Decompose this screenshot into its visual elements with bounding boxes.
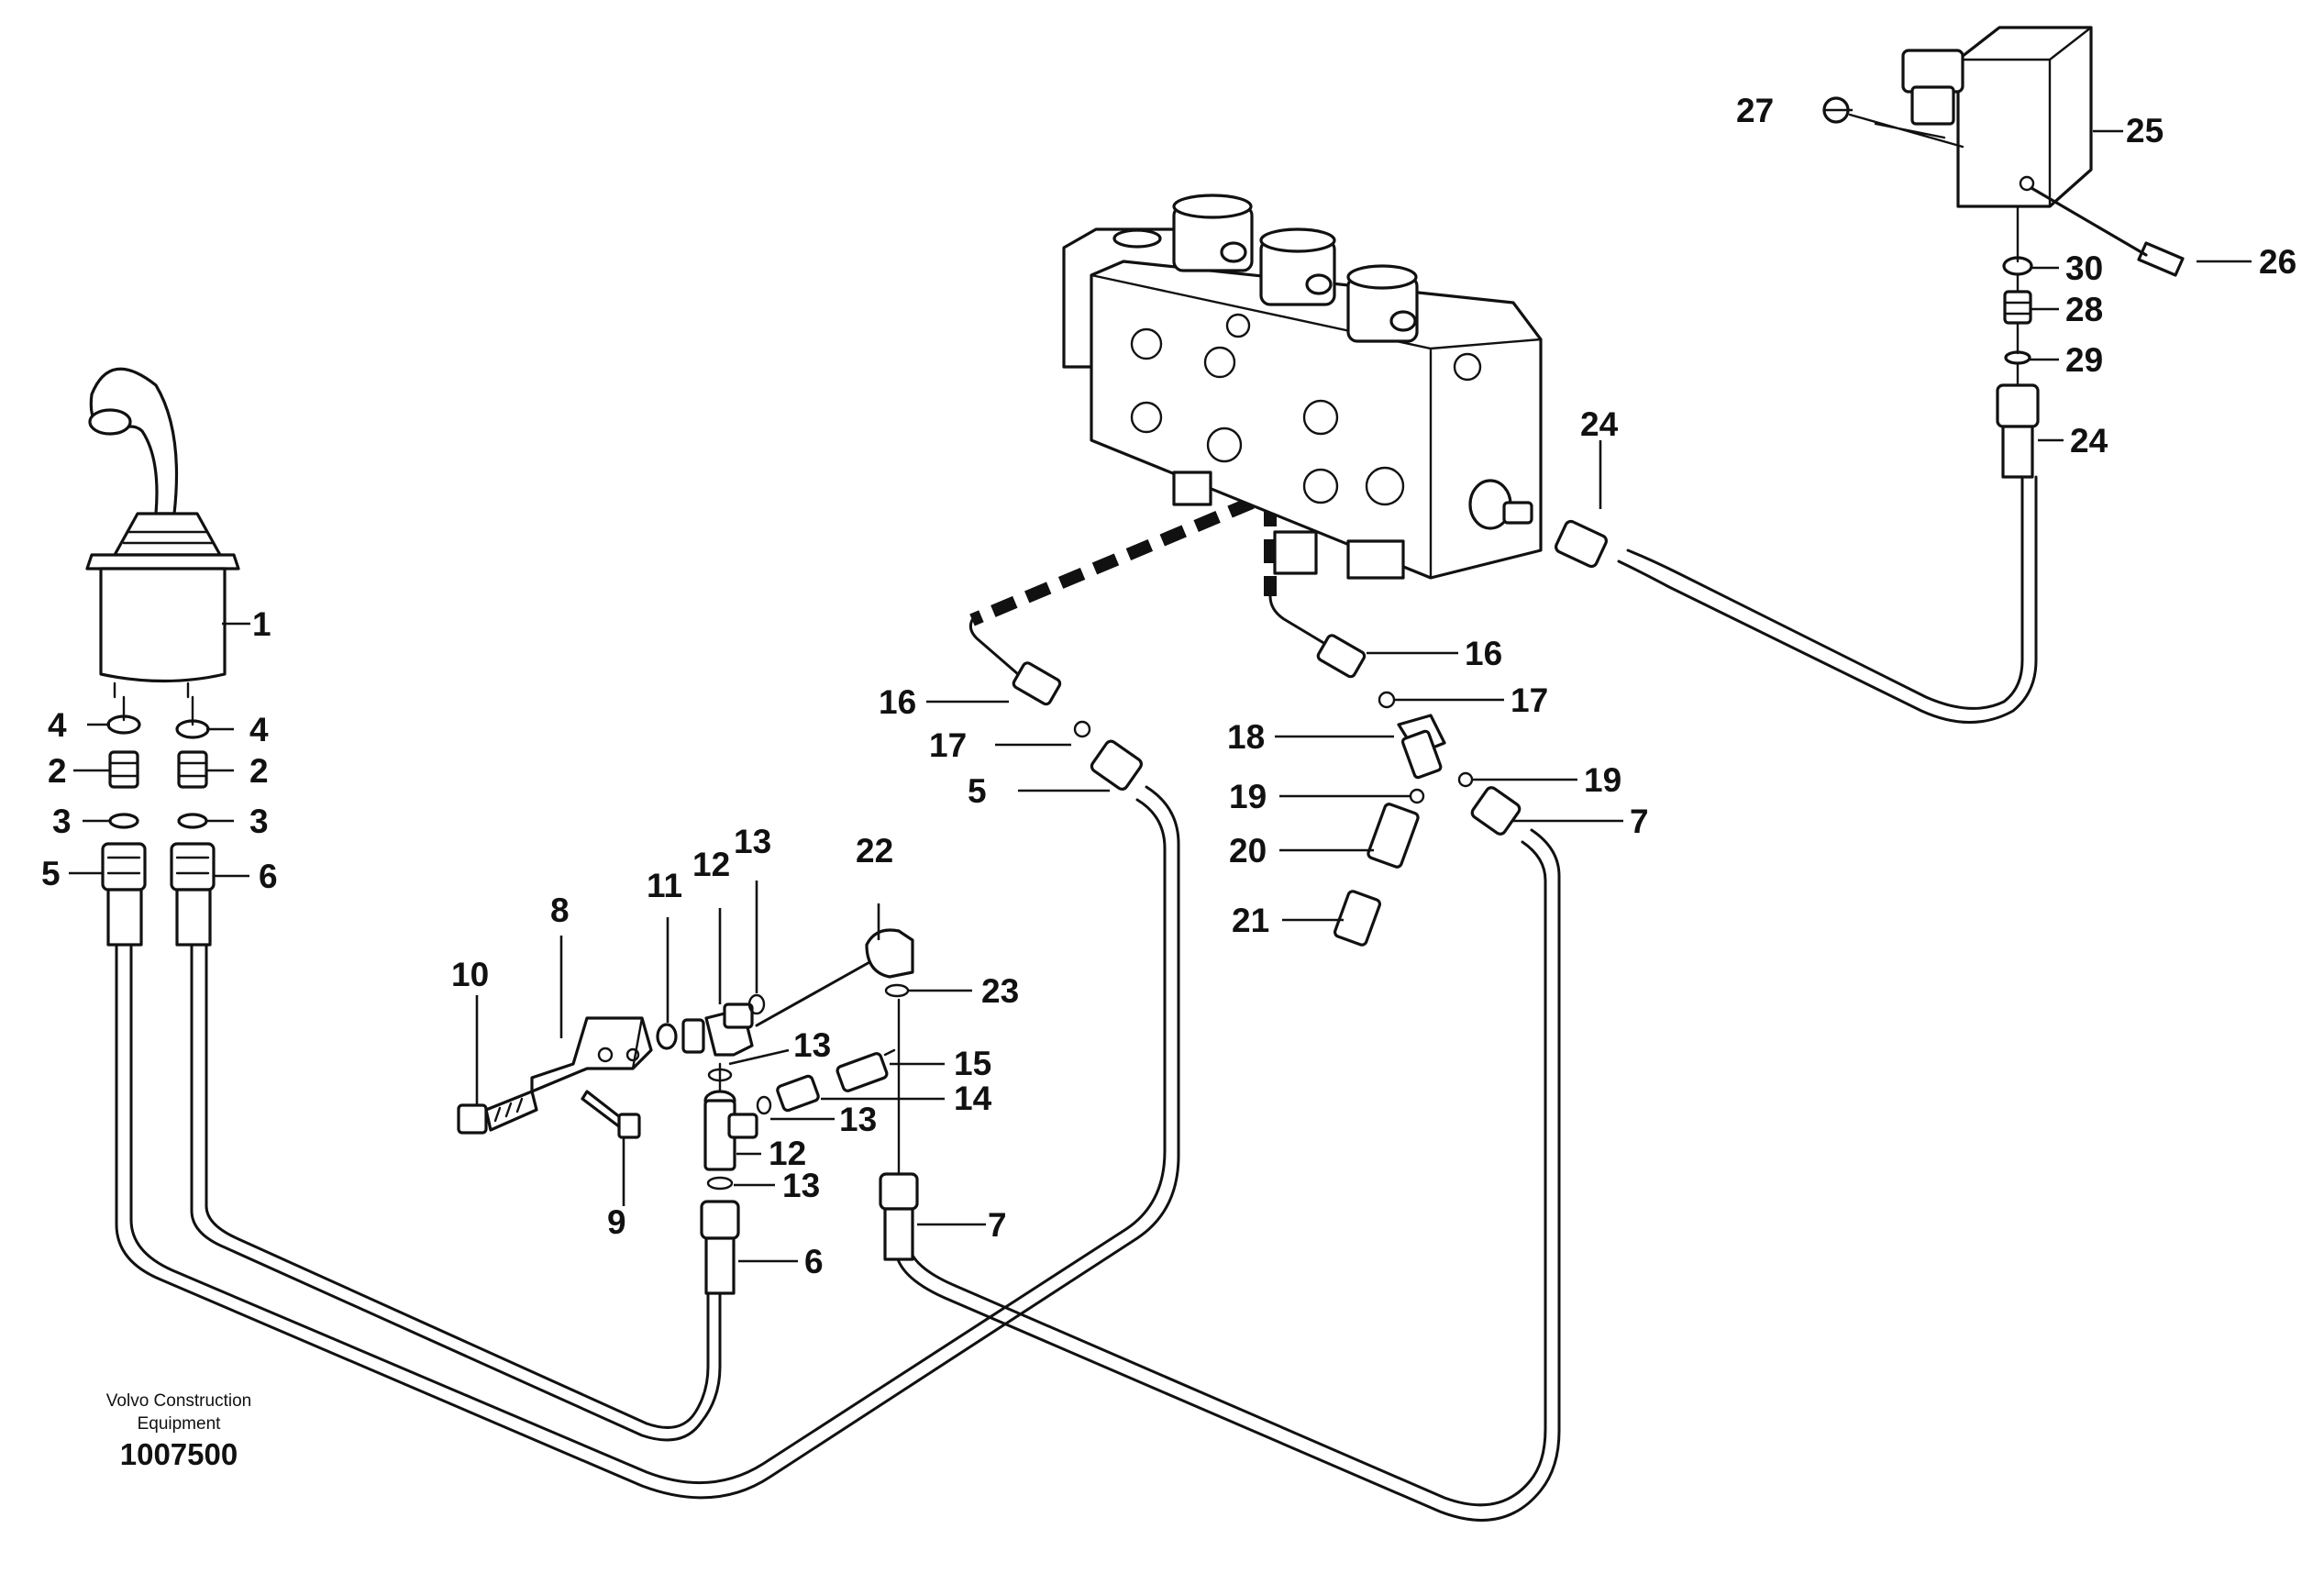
- callout-8: 8: [550, 892, 570, 929]
- callout-27: 27: [1736, 92, 1774, 129]
- hose-5: [115, 785, 1180, 1500]
- joystick-assembly: [85, 367, 240, 947]
- drawing-number: 1007500: [119, 1437, 238, 1471]
- callout-16-left: 16: [879, 683, 916, 721]
- callout-13-bottom: 13: [782, 1167, 820, 1204]
- callout-19-left: 19: [1229, 778, 1267, 815]
- callout-10: 10: [451, 956, 489, 993]
- callout-15: 15: [954, 1045, 991, 1082]
- callout-13-top: 13: [734, 823, 771, 860]
- callout-11: 11: [647, 867, 682, 904]
- leader-lines: [69, 108, 2252, 1263]
- callout-12-top: 12: [692, 846, 730, 883]
- callout-4-left: 4: [48, 706, 67, 744]
- callout-7-bottom: 7: [988, 1206, 1007, 1244]
- pilot-line-left: [969, 496, 1255, 626]
- callout-6-left: 6: [259, 858, 278, 895]
- callout-5-left: 5: [41, 855, 61, 892]
- callout-14: 14: [954, 1080, 992, 1117]
- callout-9: 9: [607, 1203, 626, 1241]
- bracket-assembly: [457, 928, 919, 1295]
- callouts: 1 4 4 2 2 3 3 5 6 27 25 26 30 28 29 24 2…: [41, 92, 2296, 1280]
- callout-19-right: 19: [1584, 761, 1621, 799]
- callout-30: 30: [2065, 249, 2103, 287]
- callout-5-right: 5: [968, 772, 987, 810]
- pressure-switch: [1822, 26, 2185, 479]
- callout-26: 26: [2259, 243, 2296, 281]
- fittings-left: [1012, 661, 1143, 791]
- fittings-center: [1316, 634, 1522, 947]
- callout-17-right: 17: [1511, 681, 1548, 719]
- callout-16-right: 16: [1465, 635, 1502, 672]
- callout-18: 18: [1227, 718, 1265, 756]
- callout-23: 23: [981, 972, 1019, 1010]
- callout-20: 20: [1229, 832, 1267, 870]
- callout-3-right: 3: [249, 803, 269, 840]
- valve-block: [1062, 194, 1608, 580]
- callout-24-left: 24: [1580, 405, 1619, 443]
- callout-28: 28: [2065, 291, 2103, 328]
- callout-6-bottom: 6: [804, 1243, 824, 1280]
- callout-25: 25: [2126, 112, 2164, 150]
- callout-1: 1: [252, 605, 271, 643]
- callout-4-right: 4: [249, 711, 269, 748]
- hoses: [115, 475, 2038, 1522]
- callout-7-right: 7: [1630, 803, 1649, 840]
- callout-12-bottom: 12: [769, 1135, 806, 1172]
- callout-3-left: 3: [52, 803, 72, 840]
- callout-29: 29: [2065, 341, 2103, 379]
- callout-22: 22: [856, 832, 893, 870]
- company-caption: Volvo Construction Equipment: [105, 1391, 252, 1434]
- callout-24-right: 24: [2070, 422, 2108, 460]
- callout-2-left: 2: [48, 752, 67, 790]
- callout-17-left: 17: [929, 726, 967, 764]
- callout-2-right: 2: [249, 752, 269, 790]
- callout-21: 21: [1232, 902, 1269, 939]
- callout-13-right: 13: [839, 1101, 877, 1138]
- callout-13-mid: 13: [793, 1026, 831, 1064]
